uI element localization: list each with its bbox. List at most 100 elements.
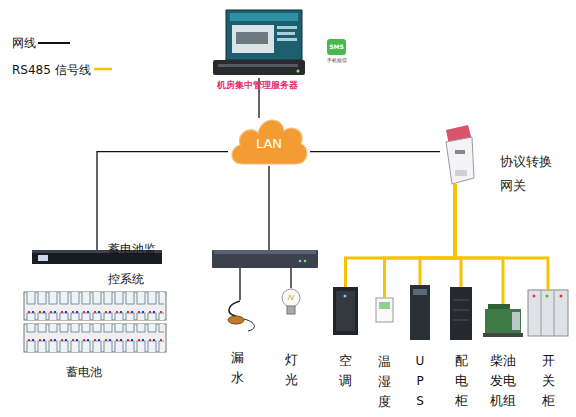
legend-text: 网线 — [12, 36, 36, 50]
server-illustration — [213, 60, 305, 75]
distribution-cabinet-illustration — [453, 300, 469, 301]
gateway-illustration — [455, 170, 467, 176]
device-switchgear: 开关柜 — [528, 290, 568, 336]
thermo-hygrometer-illustration — [379, 302, 390, 309]
server-illustration — [277, 26, 297, 29]
switchgear-illustration — [541, 290, 542, 336]
battery-rack: 蓄电池 — [24, 290, 166, 354]
server-illustration — [277, 32, 295, 35]
sms-icon-shape — [327, 39, 346, 55]
switchgear-illustration — [554, 290, 555, 336]
device-cabinet: 配电柜 — [450, 287, 472, 340]
device-cabinet: UPS — [410, 285, 430, 340]
connector-line — [455, 184, 503, 304]
node-label: LAN — [228, 136, 310, 152]
connector-line — [385, 184, 456, 298]
generator-illustration — [483, 333, 523, 337]
device-generator: 柴油发电机组 — [483, 304, 523, 337]
gateway-illustration — [446, 125, 474, 184]
generator-illustration — [483, 304, 523, 337]
light-bulb-illustration — [282, 289, 300, 314]
battery-rack-illustration — [24, 324, 166, 352]
light-bulb-illustration — [288, 295, 294, 300]
switch-hub — [212, 250, 318, 268]
switchgear-illustration — [528, 290, 568, 336]
air-conditioner-illustration — [344, 295, 347, 298]
connector-line — [290, 268, 291, 288]
battery-rack-illustration — [24, 292, 166, 352]
server-illustration — [213, 10, 305, 75]
node-label: 机房集中管理服务器 — [217, 79, 309, 91]
legend-line-sample — [94, 68, 112, 71]
connector-line — [346, 184, 456, 287]
node-label: 空调 — [338, 351, 352, 391]
leak-sensor-illustration — [229, 301, 240, 316]
battery-rack-illustration — [26, 324, 164, 352]
ups-illustration — [413, 289, 427, 295]
generator-illustration — [512, 312, 520, 330]
switch-hub-illustration — [299, 260, 302, 263]
air-conditioner-illustration — [333, 287, 358, 335]
air-conditioner-illustration — [333, 287, 358, 335]
connector-line — [239, 268, 240, 300]
switchgear-illustration — [533, 295, 536, 298]
device-sensor: 温湿度 — [374, 298, 395, 322]
generator-illustration — [485, 309, 521, 333]
bms-device-illustration — [38, 255, 48, 261]
connector-line — [310, 151, 440, 152]
server-illustration — [218, 64, 298, 67]
connector-line — [455, 184, 548, 290]
node-label: 配电柜 — [454, 351, 468, 411]
ups-illustration — [410, 285, 430, 340]
connector-line — [97, 152, 228, 250]
air-conditioner-illustration — [336, 291, 355, 331]
server-illustration — [230, 13, 298, 21]
server-illustration — [232, 25, 274, 53]
distribution-cabinet-illustration — [453, 320, 469, 321]
battery-rack-illustration — [26, 292, 164, 320]
battery-rack-illustration — [24, 292, 166, 320]
node-label: 温湿度 — [377, 352, 391, 412]
leak-sensor-illustration — [228, 301, 254, 331]
leak-sensor-illustration — [228, 316, 244, 324]
switch-hub-illustration — [212, 250, 318, 268]
thermo-hygrometer-illustration — [376, 298, 393, 322]
legend-line-sample — [38, 42, 70, 44]
light-bulb-illustration — [287, 306, 295, 314]
thermo-hygrometer-illustration — [376, 298, 393, 322]
switch-hub-illustration — [304, 260, 307, 263]
switchgear-illustration — [528, 290, 568, 336]
node-label: 蓄电池监控系统 — [108, 234, 160, 294]
server-node: 机房集中管理服务器 — [213, 10, 305, 78]
leak-sensor: 漏水 — [222, 300, 262, 336]
switch-hub-illustration — [214, 250, 316, 254]
lan-cloud: LAN — [228, 118, 310, 166]
node-label: 蓄电池 — [66, 364, 126, 380]
server-illustration — [297, 70, 300, 73]
legend-item: 网线 — [12, 35, 36, 52]
node-label: 手机短信 — [323, 57, 350, 64]
ups-illustration — [410, 285, 430, 340]
gateway-device: 协议转换网关 — [440, 122, 474, 184]
node-label: 灯光 — [284, 350, 298, 390]
light-bulb: 灯光 — [278, 288, 304, 316]
switch-hub-illustration — [212, 250, 318, 268]
distribution-cabinet-illustration — [450, 287, 472, 340]
server-illustration — [277, 38, 297, 41]
node-label: UPS — [413, 351, 427, 411]
device-cabinet: 空调 — [333, 287, 358, 335]
switchgear-illustration — [560, 295, 563, 298]
sms-icon: SMS手机短信 — [327, 39, 346, 55]
connector-line — [420, 184, 455, 285]
distribution-cabinet-illustration — [453, 310, 469, 311]
connector-line — [268, 166, 269, 250]
bms-monitor: 蓄电池监控系统 — [32, 250, 162, 264]
server-illustration — [226, 10, 302, 60]
light-bulb-illustration — [282, 289, 300, 307]
gateway-illustration — [455, 150, 465, 154]
node-label: 开关柜 — [541, 351, 555, 411]
legend-item: RS485 信号线 — [12, 62, 91, 79]
leak-sensor-illustration — [244, 319, 254, 331]
node-label: 协议转换网关 — [500, 150, 554, 198]
